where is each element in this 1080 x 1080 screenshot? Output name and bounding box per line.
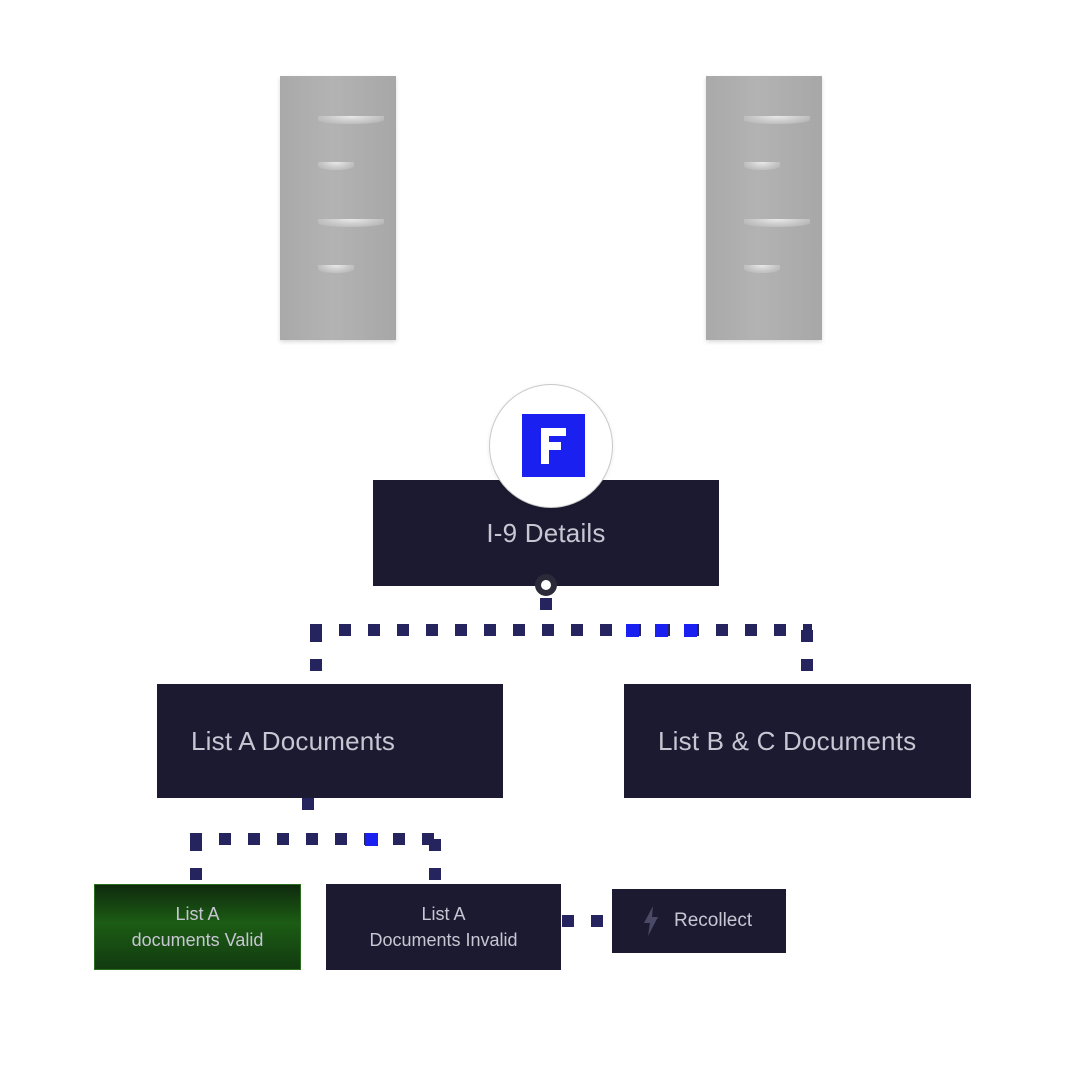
recollect-label: Recollect bbox=[674, 910, 753, 931]
connector-highlight-dot bbox=[365, 833, 378, 846]
lightning-bolt-icon bbox=[644, 906, 658, 936]
logo-ring bbox=[489, 384, 613, 508]
connector-highlight-dot bbox=[655, 624, 668, 637]
recollect-button[interactable]: Recollect bbox=[612, 889, 786, 953]
filing-cabinet-right-icon bbox=[706, 76, 822, 340]
node-list-a-valid-line2: documents Valid bbox=[131, 930, 264, 950]
node-list-a-valid[interactable]: List A documents Valid bbox=[94, 884, 301, 970]
node-list-a-valid-line1: List A bbox=[175, 904, 220, 924]
connector-highlight-dot bbox=[684, 624, 697, 637]
filing-cabinet-left-icon bbox=[280, 76, 396, 340]
node-list-a-invalid-line1: List A bbox=[421, 904, 466, 924]
brand-f-icon bbox=[522, 414, 585, 477]
connector-highlight-dot bbox=[626, 624, 639, 637]
node-list-bc-label: List B & C Documents bbox=[658, 725, 917, 756]
node-list-a-label: List A Documents bbox=[191, 725, 396, 756]
node-list-bc-documents[interactable]: List B & C Documents bbox=[624, 684, 971, 798]
connection-port-icon bbox=[535, 574, 557, 596]
node-list-a-invalid-line2: Documents Invalid bbox=[369, 930, 518, 950]
node-list-a-documents[interactable]: List A Documents bbox=[157, 684, 503, 798]
node-list-a-invalid[interactable]: List A Documents Invalid bbox=[326, 884, 561, 970]
node-i9-details-label: I-9 Details bbox=[486, 517, 606, 548]
